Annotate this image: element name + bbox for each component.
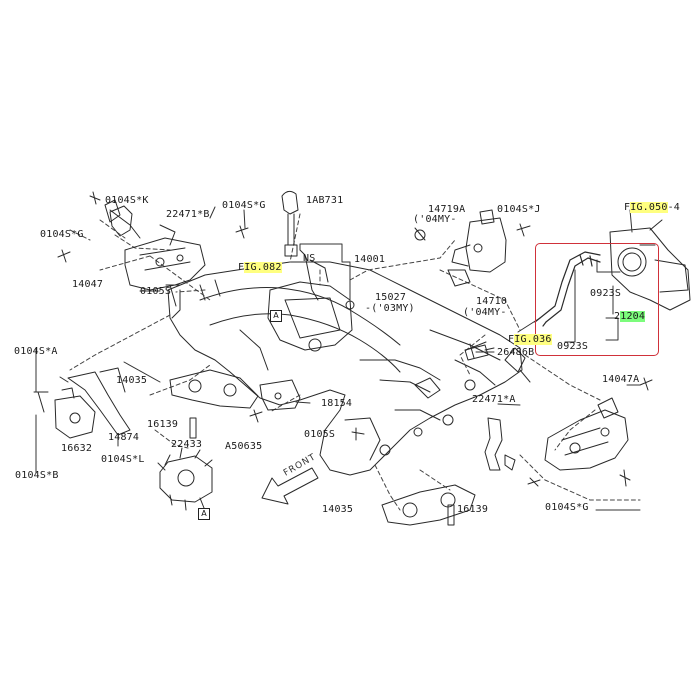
throttle-body: [609, 219, 691, 311]
label-22471a: 22471*A: [472, 394, 516, 405]
part-21204-prefix: 2: [614, 311, 621, 322]
sensor-1ab731: [281, 190, 329, 301]
label-04my-top: ('04MY-: [413, 214, 457, 225]
ref-marker-a-bottom: A: [198, 508, 210, 520]
label-0104sg-left: 0104S*G: [40, 229, 84, 240]
label-a50635: A50635: [225, 441, 263, 452]
fig050-highlight: IG.050: [630, 202, 668, 213]
fig036-prefix: F: [508, 334, 515, 345]
label-0104sj: 0104S*J: [497, 204, 541, 215]
label-14047a: 14047A: [602, 374, 640, 385]
highlight-box-21204: [535, 243, 659, 356]
label-14719a: 14719A: [428, 204, 466, 215]
fig050-suffix: -4: [667, 202, 681, 213]
label-0923s-bot: 0923S: [557, 341, 589, 352]
bracket-14047a: [544, 397, 629, 471]
label-0104sg-bot: 0104S*G: [545, 502, 589, 513]
label-0104sk: 0104S*K: [105, 195, 149, 206]
label-16139-top: 16139: [147, 419, 179, 430]
pin-16139-bottom: [447, 504, 455, 526]
label-14035-bot: 14035: [322, 504, 354, 515]
label-14035-top: 14035: [116, 375, 148, 386]
fig036-highlight: IG.036: [514, 334, 552, 345]
label-21204[interactable]: 21204: [614, 311, 646, 323]
ref-marker-a-top: A: [270, 310, 282, 322]
label-0104sb: 0104S*B: [15, 470, 59, 481]
fig082-highlight: IG.082: [244, 262, 282, 273]
label-ns: NS: [303, 253, 316, 264]
fig050-prefix: F: [624, 202, 631, 213]
label-03my: -('03MY): [365, 303, 415, 314]
clip-22471b: [109, 205, 133, 237]
clip-22471a: [484, 417, 516, 471]
label-26486b: 26486B: [497, 347, 535, 358]
label-fig082[interactable]: FIG.082: [238, 262, 282, 274]
label-0105s-mid: 0105S: [304, 429, 336, 440]
distributor-22433: [159, 447, 213, 511]
label-16139-bot: 16139: [457, 504, 489, 515]
label-18154: 18154: [321, 398, 353, 409]
label-0105s-top: 0105S: [140, 286, 172, 297]
fig082-prefix: F: [238, 262, 245, 273]
gasket-14035-left: [169, 369, 259, 409]
label-1ab731: 1AB731: [306, 195, 344, 206]
bracket-14874: [67, 367, 131, 436]
label-fig050[interactable]: FIG.050-4: [624, 202, 680, 214]
label-15027: 15027: [375, 292, 407, 303]
label-14047: 14047: [72, 279, 104, 290]
label-0104sg-top: 0104S*G: [222, 200, 266, 211]
part-21204-highlight: 1204: [620, 311, 646, 322]
label-22471b: 22471*B: [166, 209, 210, 220]
bolts: [33, 191, 653, 487]
coolant-hose-21204: [534, 251, 601, 327]
label-14710: 14710: [476, 296, 508, 307]
valve-16632: [54, 387, 96, 439]
label-22433: 22433: [171, 439, 203, 450]
bracket-14047: [104, 199, 206, 291]
label-0923s-top: 0923S: [590, 288, 622, 299]
label-0104sl: 0104S*L: [101, 454, 145, 465]
fitting-26486b: [464, 344, 495, 361]
label-16632: 16632: [61, 443, 93, 454]
label-fig036[interactable]: FIG.036: [508, 334, 552, 346]
bracket-18154: [259, 379, 301, 411]
label-14874: 14874: [108, 432, 140, 443]
label-14001: 14001: [354, 254, 386, 265]
pin-16139-top: [189, 417, 197, 439]
solenoid-valve-14710: [414, 209, 507, 287]
label-connectors: [35, 206, 641, 511]
label-04my-bot: ('04MY-: [463, 307, 507, 318]
label-0104sa: 0104S*A: [14, 346, 58, 357]
front-arrow: [261, 467, 319, 505]
intake-manifold: [167, 261, 526, 476]
leader-lines: [69, 213, 641, 511]
